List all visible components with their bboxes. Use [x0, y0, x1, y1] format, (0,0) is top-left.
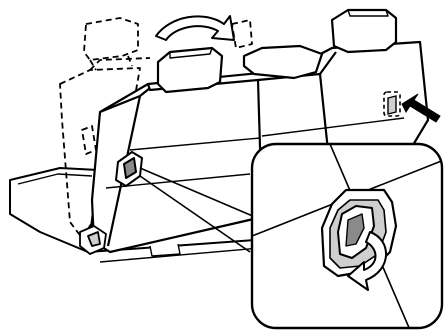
curved-arrow-icon — [156, 16, 234, 40]
zoom-callout — [252, 144, 444, 330]
headrest-right — [332, 10, 396, 52]
headrest-center — [244, 46, 322, 78]
headrest-left — [158, 48, 222, 92]
lever-right-body — [388, 96, 396, 114]
